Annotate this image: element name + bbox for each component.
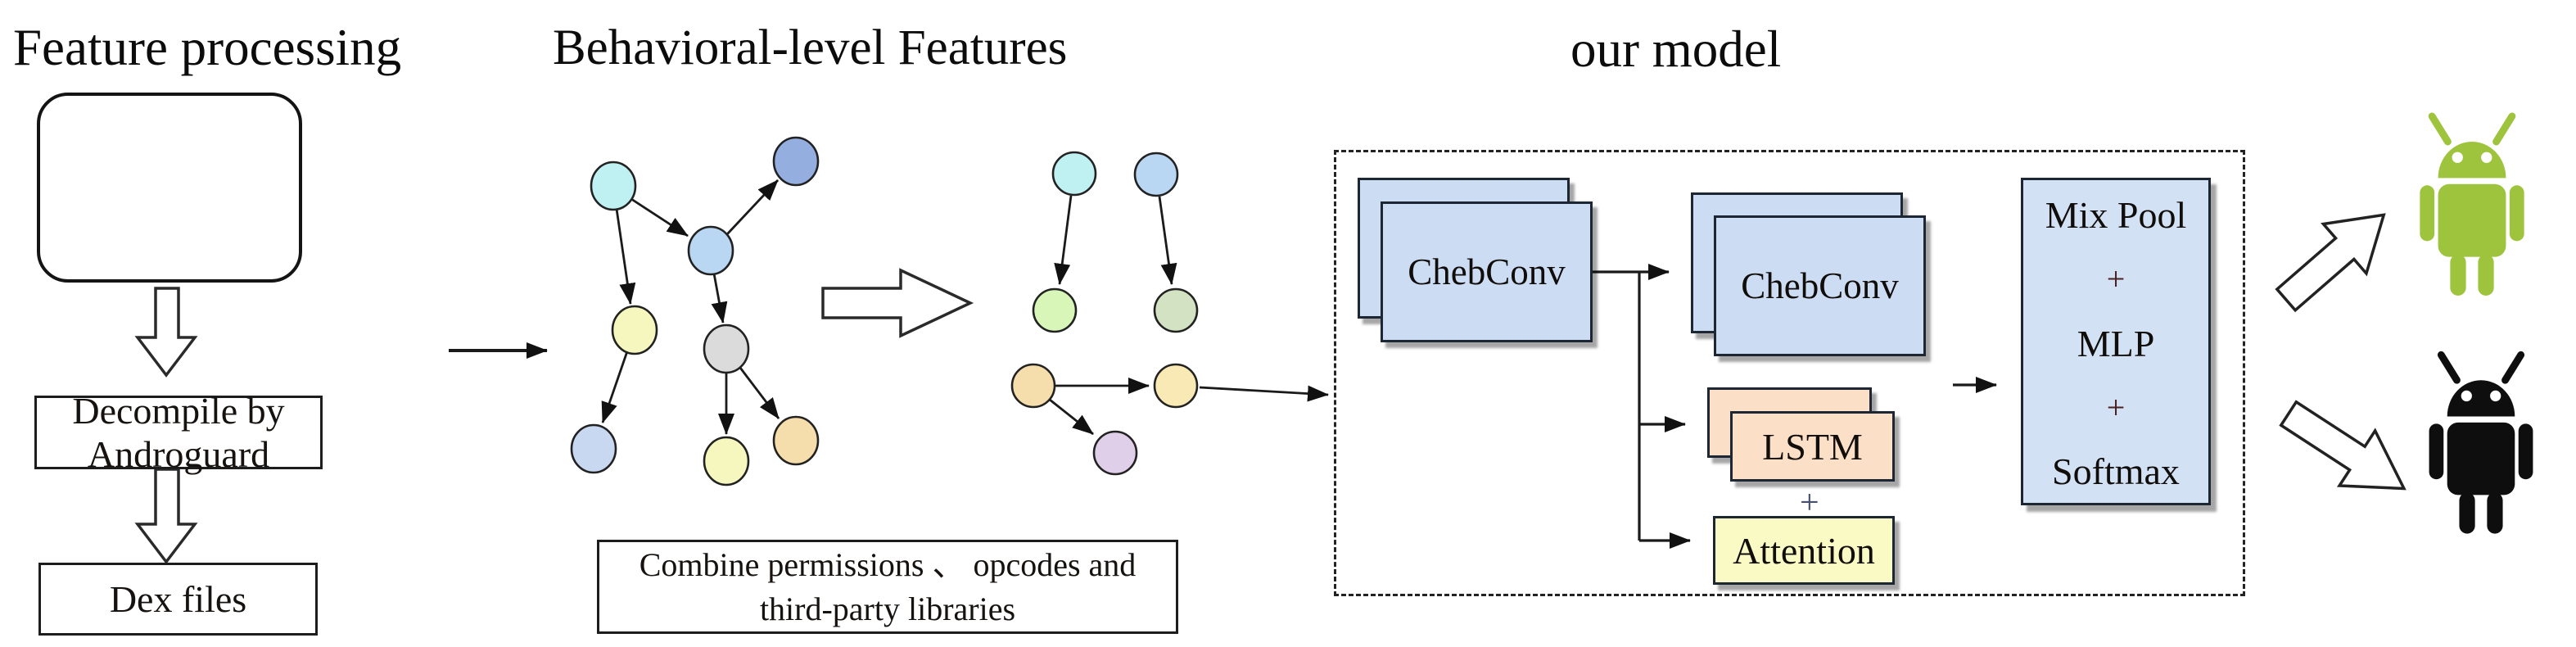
graph1-nodes [570,136,820,486]
graph1-node-cornflower [772,136,820,187]
apk-input-container [37,93,302,283]
graph2-edge-1 [1054,195,1073,285]
model-dashed-container [1334,150,2245,596]
mixpool-line-3: MLP [2077,322,2155,364]
title-feature-processing: Feature processing [13,19,402,76]
mixpool-line-1: Mix Pool [2045,194,2187,236]
graph2-edge-4 [1049,398,1094,436]
plus-symbol: + [1800,484,1819,522]
dex-files-box: Dex files [38,563,318,636]
graph2-node-cyan [1051,151,1097,197]
combine-features-box: Combine permissions 、 opcodes and third-… [597,540,1178,634]
graph1-node-periwinkle [570,423,617,474]
graph1-node-yellow-bottom [703,436,750,486]
graph1-edge-4 [711,273,728,324]
graph2-node-paleyellow [1153,363,1199,409]
down-right-outline-arrow [2279,400,2407,491]
graph1-edge-2 [615,208,636,305]
graph1-edge-7 [739,367,780,419]
graph1-node-cyan [590,161,637,211]
dex-files-label: Dex files [109,578,247,620]
graph2-to-model-arrow [1199,385,1329,402]
lstm-label: LSTM [1762,425,1863,468]
graph2-nodes [1010,151,1199,476]
right-block-arrow [821,268,974,338]
combine-line1: Combine permissions 、 opcodes and [639,545,1137,583]
graph1-edge-3 [725,179,780,235]
mixpool-line-4: + [2106,388,2126,426]
attention-label: Attention [1733,529,1875,572]
graph1-node-lightblue [687,225,734,276]
android-green-output-icon [2420,116,2524,296]
title-our-model: our model [1570,20,1782,78]
combine-line2: third-party libraries [759,590,1016,627]
android-black-output-icon [2429,355,2533,533]
down-block-arrow-2 [134,468,198,564]
chebconv1-label: ChebConv [1408,251,1566,292]
decompile-label: Decompile by Androguard [72,390,285,475]
chebconv2-card: ChebConv [1714,215,1926,356]
chebconv1-card: ChebConv [1381,201,1593,342]
chebconv2-label: ChebConv [1741,265,1899,306]
graph2-edge-2 [1158,196,1177,285]
combine-features-text: Combine permissions 、 opcodes and third-… [639,543,1137,631]
graph1-node-wheat [772,415,820,466]
lstm-card: LSTM [1730,411,1895,482]
attention-card: Attention [1713,516,1895,585]
graph1-edge-1 [630,197,689,238]
mixpool-box: Mix Pool + MLP + Softmax [2021,178,2211,505]
graph2-edges [1049,195,1329,436]
title-behavioral-features: Behavioral-level Features [553,20,1068,75]
graph2-node-lightblue [1133,152,1179,197]
mixpool-line-2: + [2106,260,2126,298]
graph2-node-sage [1153,287,1199,333]
graph2-node-purple [1092,430,1138,476]
graph2-node-green [1032,287,1078,333]
graph1-edges [601,179,780,435]
graph1-node-yellow-mid [611,305,658,355]
up-right-outline-arrow [2275,213,2386,313]
model-connectors [1593,264,1997,549]
graph1-edge-5 [601,351,629,423]
decompile-box: Decompile by Androguard [34,390,323,475]
graph2-node-wheat [1010,363,1056,409]
down-block-arrow-1 [134,287,198,378]
mixpool-line-5: Softmax [2052,450,2180,492]
graph1-node-gray [703,324,750,374]
